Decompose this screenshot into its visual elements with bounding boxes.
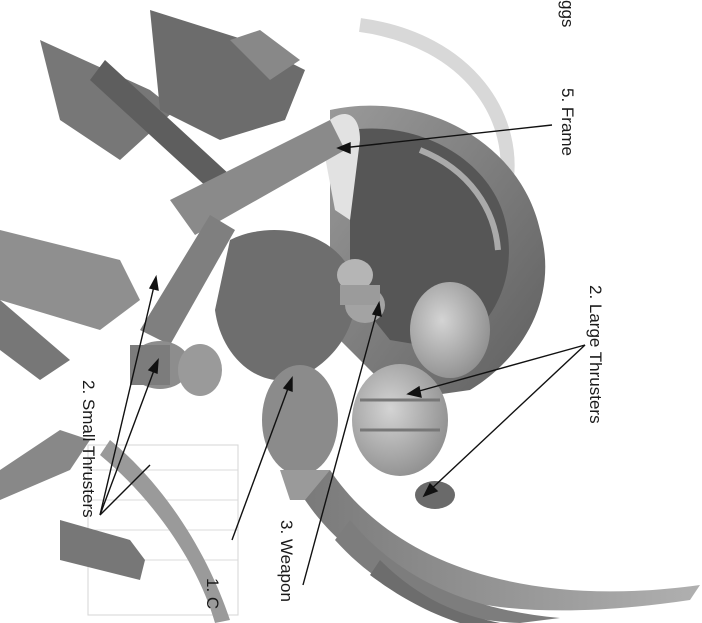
callout-frame: 5. Frame (557, 88, 577, 156)
callout-large-thrusters: 2. Large Thrusters (585, 285, 605, 424)
callout-small-thrusters: 2. Small Thrusters (78, 380, 98, 518)
callout-weapon: 3. Weapon (276, 520, 296, 602)
callout-ggs: ggs (557, 0, 577, 27)
callout-c: 1. C (202, 578, 222, 609)
